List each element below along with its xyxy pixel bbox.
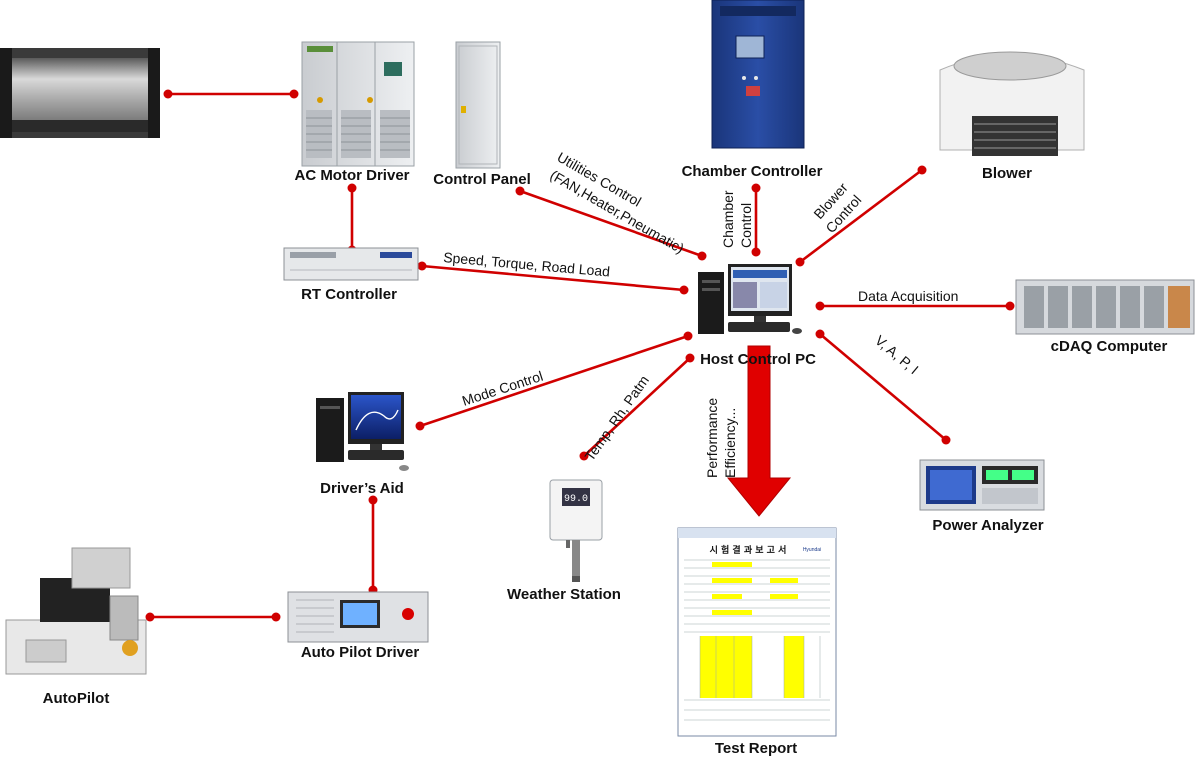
roller-image bbox=[0, 48, 160, 138]
connector-weather-host bbox=[583, 357, 691, 457]
drivers-aid-image bbox=[316, 392, 409, 471]
host-pc-image bbox=[698, 264, 802, 334]
rt-controller-image bbox=[283, 247, 419, 281]
rt-controller-label: RT Controller bbox=[301, 286, 397, 303]
weather-station-label: Weather Station bbox=[507, 586, 621, 603]
control-panel-label: Control Panel bbox=[433, 171, 531, 188]
blower-label: Blower bbox=[982, 165, 1032, 182]
chamber-controller-label: Chamber Controller bbox=[682, 163, 823, 180]
autopilot-image bbox=[5, 547, 147, 675]
cdaq-image bbox=[1015, 279, 1195, 335]
edge-label-temp: Temp, Rh, Patm bbox=[581, 372, 652, 463]
host-pc-label: Host Control PC bbox=[700, 351, 816, 368]
control-panel-image bbox=[455, 41, 501, 169]
ac-motor-driver-label: AC Motor Driver bbox=[294, 167, 409, 184]
weather-station-image: 99.0 bbox=[549, 479, 603, 582]
connector-aid-host bbox=[419, 334, 689, 428]
power-analyzer-label: Power Analyzer bbox=[932, 517, 1043, 534]
report-brand: Hyundai bbox=[803, 547, 821, 553]
auto-pilot-driver-label: Auto Pilot Driver bbox=[301, 644, 420, 661]
autopilot-label: AutoPilot bbox=[43, 690, 110, 707]
connector-rt-host bbox=[421, 264, 685, 292]
blower-image bbox=[939, 51, 1085, 156]
test-report-label: Test Report bbox=[715, 740, 797, 757]
connector-power-host bbox=[819, 333, 947, 441]
report-title: 시 험 결 과 보 고 서 bbox=[710, 544, 787, 556]
edge-label-chamber-1: Chamber bbox=[720, 190, 736, 248]
edge-label-vapi: V, A, P, I bbox=[872, 332, 922, 377]
auto-pilot-driver-image bbox=[287, 591, 429, 643]
cdaq-label: cDAQ Computer bbox=[1051, 338, 1168, 355]
edge-label-chamber-2: Control bbox=[738, 203, 754, 248]
connector-blower-host bbox=[799, 168, 923, 264]
edge-label-data-acq: Data Acquisition bbox=[858, 288, 958, 304]
edge-label-performance-1: Performance bbox=[704, 398, 720, 478]
test-report-image: 시 험 결 과 보 고 서 Hyundai bbox=[677, 527, 837, 737]
weather-display-value: 99.0 bbox=[564, 494, 588, 505]
connectors bbox=[145, 89, 1015, 622]
report-arrow bbox=[726, 345, 792, 517]
node-labels: AC Motor Driver Control Panel Chamber Co… bbox=[43, 163, 1168, 757]
connector-panel-host bbox=[519, 189, 703, 258]
power-analyzer-image bbox=[919, 459, 1045, 511]
drivers-aid-label: Driver’s Aid bbox=[320, 480, 404, 497]
edge-label-performance-2: Efficiency... bbox=[722, 408, 738, 478]
chamber-controller-image bbox=[711, 0, 805, 149]
ac-motor-driver-image bbox=[301, 41, 415, 167]
